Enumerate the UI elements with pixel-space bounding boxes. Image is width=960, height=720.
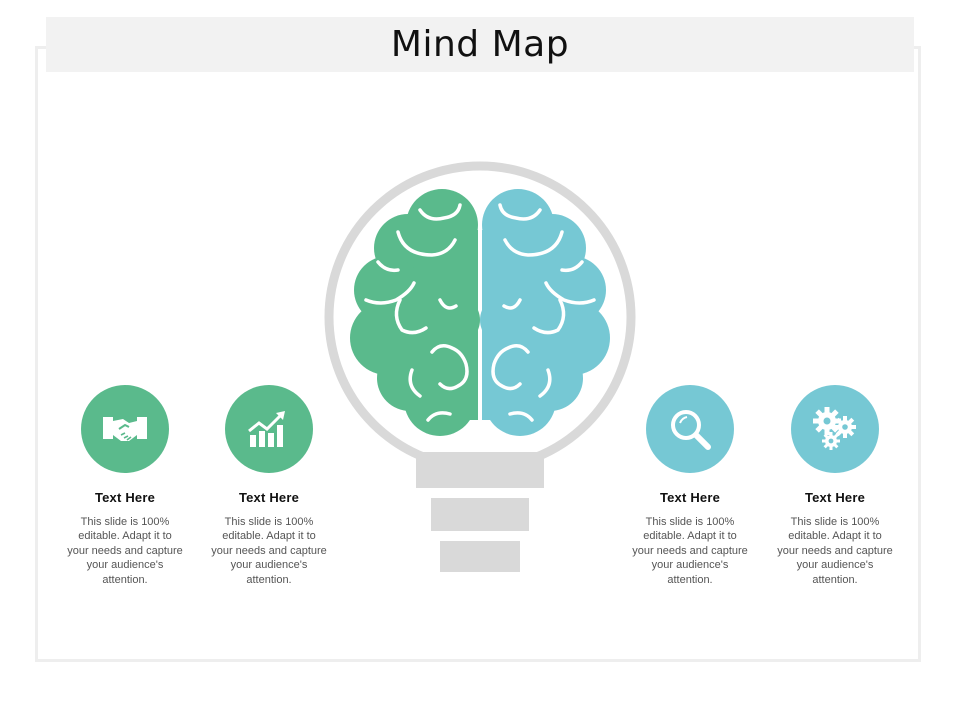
brain-left-hemisphere: [350, 189, 480, 436]
card-1: Text Here This slide is 100% editable. A…: [60, 385, 190, 587]
card-4: Text Here This slide is 100% editable. A…: [770, 385, 900, 587]
card-4-circle: [791, 385, 879, 473]
bulb-neck: [416, 452, 544, 488]
card-2-circle: [225, 385, 313, 473]
gears-icon: [813, 407, 856, 450]
bulb-base-tip: [440, 541, 520, 572]
card-4-heading: Text Here: [804, 490, 866, 505]
card-2: Text Here This slide is 100% editable. A…: [204, 385, 334, 587]
brain-right-hemisphere: [480, 189, 610, 436]
page-title: Mind Map: [390, 24, 570, 65]
card-3: Text Here This slide is 100% editable. A…: [625, 385, 755, 587]
card-3-circle: [646, 385, 734, 473]
handshake-icon: [103, 417, 147, 441]
card-3-body: This slide is 100% editable. Adapt it to…: [632, 516, 748, 586]
card-1-circle: [81, 385, 169, 473]
brain-right-folds: [491, 203, 596, 422]
card-2-body: This slide is 100% editable. Adapt it to…: [211, 516, 327, 586]
brain-left-folds: [364, 203, 469, 422]
bulb-base-ring: [431, 498, 529, 531]
growth-chart-icon: [248, 411, 285, 447]
card-4-body: This slide is 100% editable. Adapt it to…: [777, 516, 893, 586]
card-1-heading: Text Here: [94, 490, 156, 505]
card-1-body: This slide is 100% editable. Adapt it to…: [67, 516, 183, 586]
card-3-heading: Text Here: [659, 490, 721, 505]
card-2-heading: Text Here: [238, 490, 300, 505]
magnifier-icon: [671, 410, 711, 450]
title-bar: Mind Map: [46, 17, 914, 72]
